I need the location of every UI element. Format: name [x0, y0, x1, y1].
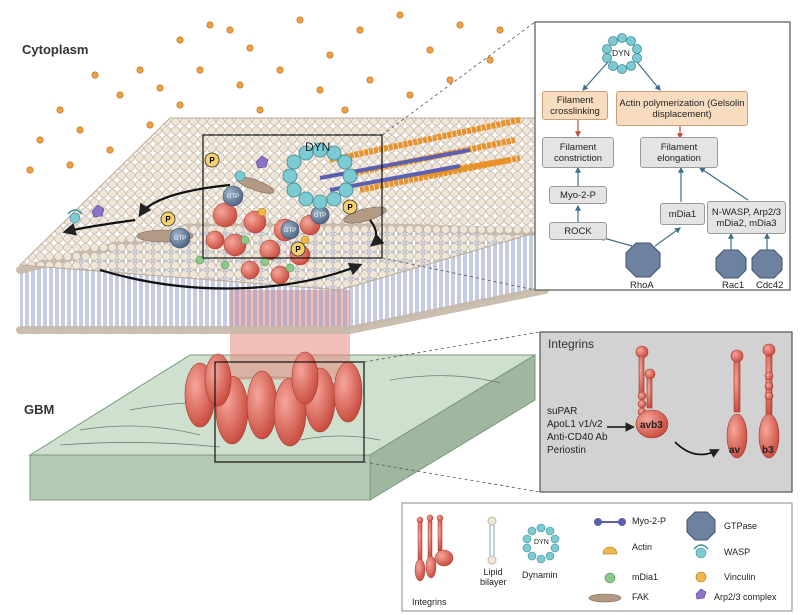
legend-dynamin-label: Dynamin [522, 570, 558, 580]
b3-label: b3 [762, 445, 774, 456]
svg-text:GTP: GTP [284, 228, 296, 234]
legend-mdia1-label: mDia1 [632, 572, 659, 582]
legend-small-icons [588, 511, 716, 603]
legend-actin-label: Actin [632, 542, 653, 552]
legend-wasp-label: WASP [724, 547, 751, 557]
svg-text:GTP: GTP [174, 236, 186, 242]
integrin-av [726, 349, 748, 459]
legend-myo2p-label: Myo-2-P [632, 516, 667, 526]
cytoplasm-label: Cytoplasm [22, 42, 89, 57]
zoom-box-integrin [214, 361, 365, 463]
dyn-center-label: DYN [305, 140, 331, 154]
gtp-text: GTP GTP GTP GTP [174, 194, 326, 242]
rhoa-label: RhoA [630, 280, 654, 291]
myo2p-box: Myo-2-P [549, 186, 607, 204]
vinculin-dots [257, 207, 310, 245]
panel-dyn-label: DYN [612, 48, 630, 58]
cdc42-label: Cdc42 [756, 280, 784, 291]
svg-text:GTP: GTP [314, 213, 326, 219]
actin-monomers [26, 11, 504, 174]
phospho-markers: P P P P [160, 152, 358, 257]
svg-text:GTP: GTP [227, 194, 239, 200]
legend-lipid-label: Lipid bilayer [480, 567, 507, 587]
integrin-bundle [184, 290, 363, 447]
legend-gtpase-label: GTPase [724, 521, 758, 531]
actin-panel-dyn-ring [602, 33, 642, 74]
svg-text:P: P [347, 203, 353, 212]
filament-crosslinking-box: Filament crosslinking [542, 91, 608, 120]
legend-integrins-label: Integrins [412, 597, 447, 607]
legend-lipid-icon [487, 516, 497, 565]
integrin-avb3 [635, 345, 669, 439]
gtp-balls [169, 185, 330, 249]
ligand-item: Anti-CD40 Ab [547, 432, 608, 443]
legend-dyn-label: DYN [534, 539, 549, 546]
mdia1-dots [195, 235, 295, 273]
legend-fak-label: FAK [632, 592, 650, 602]
gbm-label: GBM [24, 402, 55, 417]
nwasp-box: N-WASP, Arp2/3 mDia2, mDia3 [707, 201, 786, 234]
ligand-item: ApoL1 v1/v2 [547, 419, 603, 430]
integrin-panel-arrows [607, 422, 720, 458]
wasp-arp-left [67, 155, 269, 224]
integrins-panel-frame [539, 331, 793, 493]
legend-vinculin-label: Vinculin [724, 572, 756, 582]
connector-lines [363, 21, 541, 493]
gtpase-octagons [625, 242, 783, 279]
filament-constriction-box: Filament constriction [542, 137, 614, 168]
integrin-b3 [758, 343, 780, 459]
rock-box: ROCK [549, 222, 607, 240]
svg-text:P: P [165, 215, 171, 224]
legend-dynamin-icon [522, 523, 560, 564]
zoom-box-actin [202, 134, 383, 259]
actin-panel-arrows [575, 61, 770, 250]
filament-elongation-box: Filament elongation [640, 137, 718, 168]
av-label: av [729, 445, 741, 456]
cycle-arrows [62, 183, 385, 290]
rac1-label: Rac1 [722, 280, 745, 291]
legend-arp23-label: Arp2/3 complex [714, 592, 777, 602]
dynamin-ring-center [282, 142, 358, 210]
actin-polymerization-box: Actin polymerization (Gelsolin displacem… [616, 91, 748, 126]
integrins-panel-title: Integrins [548, 337, 595, 351]
mdia1-box: mDia1 [660, 203, 705, 225]
avb3-label: avb3 [640, 420, 663, 431]
ligand-item: suPAR [547, 406, 578, 417]
ligand-item: Periostin [547, 445, 586, 456]
svg-text:P: P [295, 245, 301, 254]
integrin-heads [205, 202, 321, 285]
ligand-list: suPAR ApoL1 v1/v2 Anti-CD40 Ab Periostin [547, 405, 608, 457]
svg-text:P: P [209, 156, 215, 165]
legend-integrin-icon [414, 514, 454, 582]
